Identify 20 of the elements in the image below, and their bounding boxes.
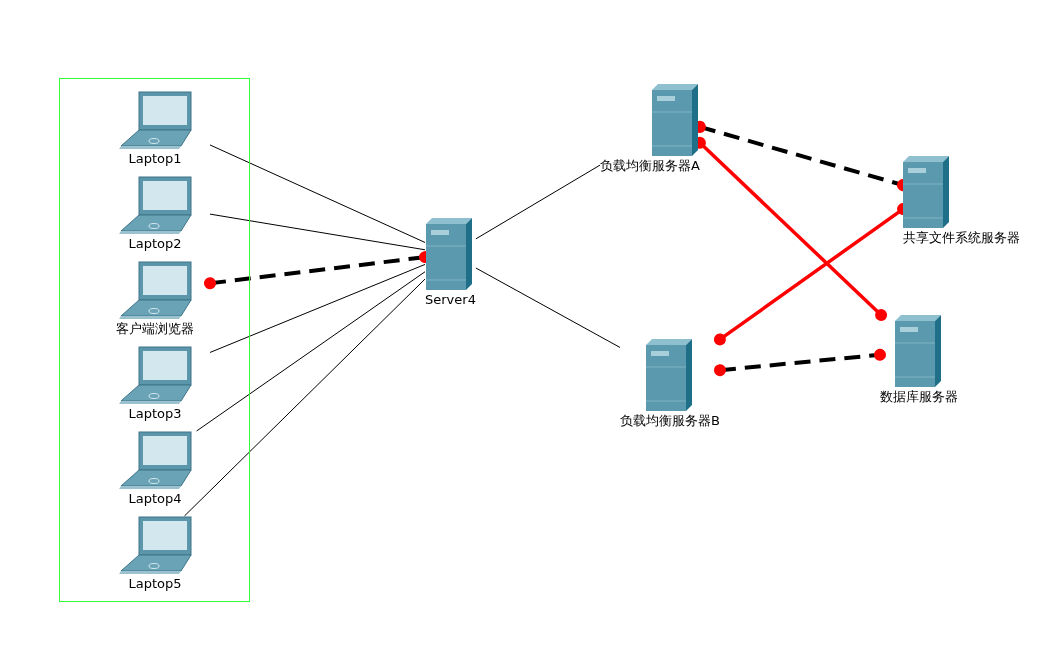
connection-line [196, 271, 426, 432]
device-label: 客户端浏览器 [116, 321, 194, 337]
connection-line [209, 213, 426, 251]
device-label: Server4 [425, 292, 476, 308]
device-label: Laptop2 [128, 236, 182, 252]
device-label: Laptop5 [128, 576, 182, 592]
device-label: 负载均衡服务器B [620, 413, 720, 429]
device-label: Laptop1 [128, 151, 182, 167]
device-label: Laptop4 [128, 491, 182, 507]
connection-line [713, 348, 886, 377]
connection-line [183, 278, 426, 517]
connection-line [209, 263, 426, 353]
connection-line [209, 144, 426, 243]
connection-line [475, 164, 601, 240]
group-box [59, 78, 250, 602]
device-label: Laptop3 [128, 406, 182, 422]
device-label: 数据库服务器 [880, 389, 958, 405]
device-label: 负载均衡服务器A [600, 158, 700, 174]
connection-line [475, 267, 621, 348]
device-label: 共享文件系统服务器 [903, 230, 1020, 246]
